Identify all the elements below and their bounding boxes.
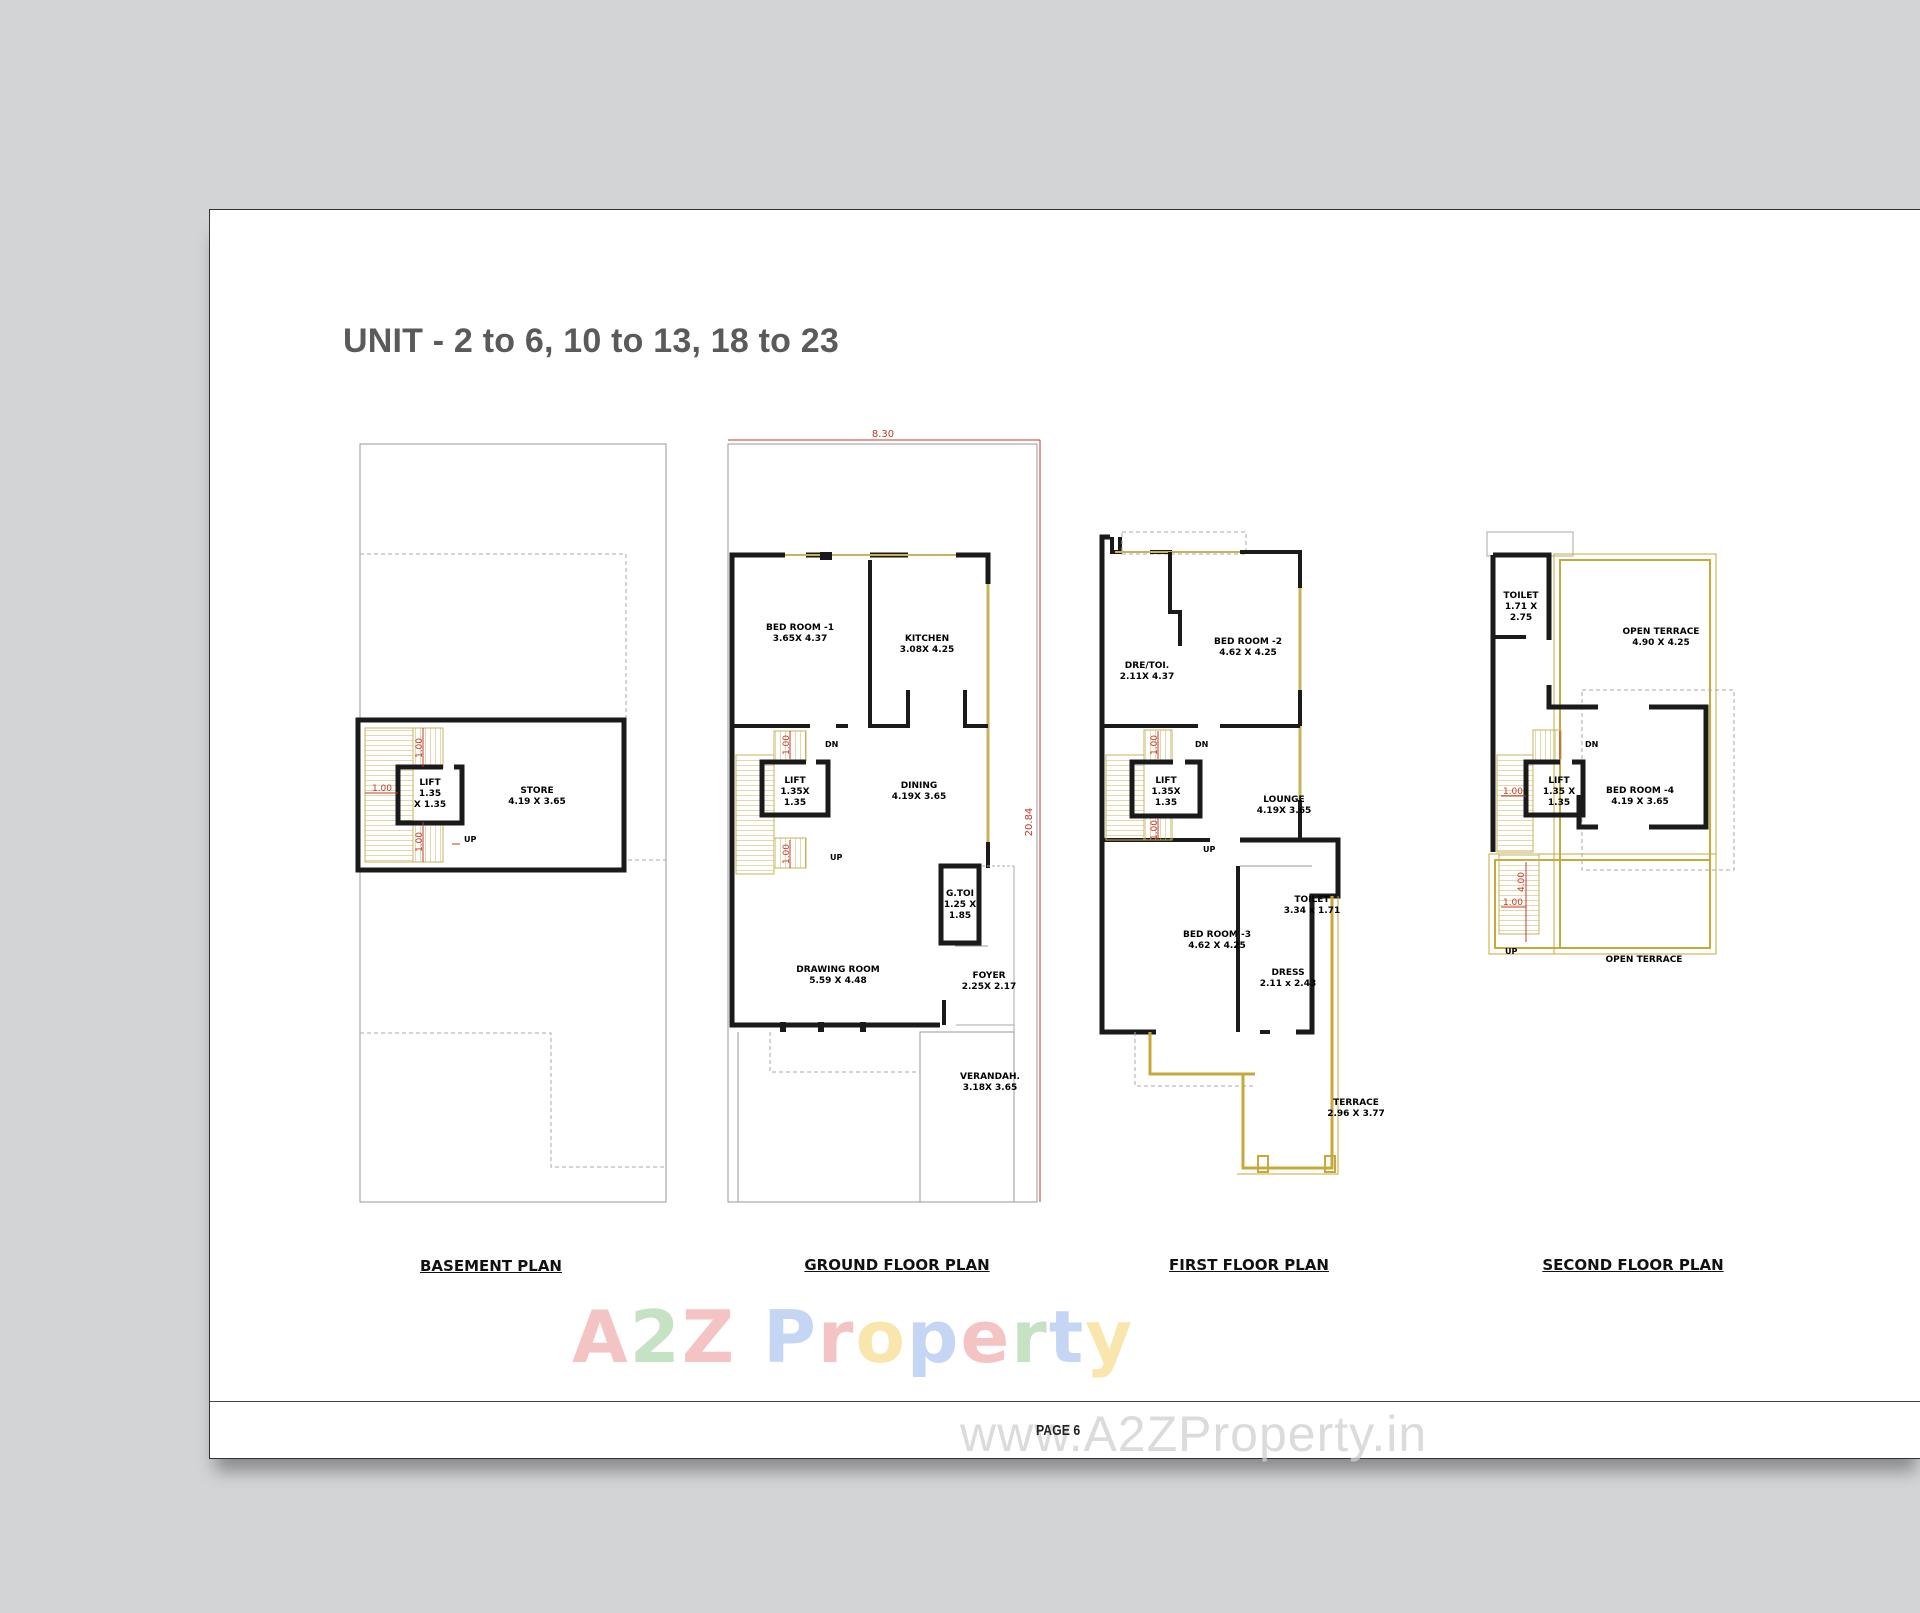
room-label: 1.35 X (1543, 787, 1575, 797)
dn-label: DN (825, 740, 838, 749)
room-label: LIFT (784, 776, 806, 786)
room-label: DINING (901, 781, 938, 791)
room-label: LIFT (1155, 776, 1177, 786)
room-label: 2.11 x 2.43 (1260, 979, 1316, 989)
room-label: TOILET (1294, 895, 1330, 905)
room-label: KITCHEN (905, 634, 949, 644)
room-label: 1.85 (949, 911, 971, 921)
logo-letter (736, 1295, 763, 1379)
room-label: TOILET (1503, 591, 1539, 601)
up-label: UP (830, 853, 842, 862)
room-label: 3.08X 4.25 (900, 645, 954, 655)
ground-floor-plan: 8.30 20.84 1.00 1.00 D (727, 429, 1041, 1203)
dim-label: 1.00 (1503, 787, 1523, 797)
dim-label: 1.00 (782, 844, 792, 864)
dim-label: 1.00 (372, 784, 392, 794)
ground-floor-plan-caption: GROUND FLOOR PLAN (804, 1256, 990, 1274)
logo-letter: r (1011, 1295, 1049, 1379)
dim-label: 1.00 (1150, 735, 1160, 755)
logo-letter: P (763, 1295, 818, 1379)
room-label: OPEN TERRACE (1606, 955, 1683, 965)
room-label: 4.19X 3.65 (892, 792, 946, 802)
room-label: 5.59 X 4.48 (809, 976, 867, 986)
up-label: UP (464, 835, 476, 844)
room-label: DRE/TOI. (1125, 661, 1169, 671)
logo-letter: Z (681, 1295, 737, 1379)
dn-label: DN (1585, 740, 1598, 749)
logo-letter: t (1048, 1295, 1086, 1379)
room-label: BED ROOM -4 (1606, 786, 1674, 796)
logo-letter: 2 (629, 1295, 682, 1379)
room-label: BED ROOM -3 (1183, 930, 1251, 940)
room-label: 4.19 X 3.65 (1611, 797, 1669, 807)
dn-label: DN (1195, 740, 1208, 749)
dim-label: 1.00 (1150, 820, 1160, 840)
room-label: 1.35 (1155, 798, 1177, 808)
logo-letter: o (855, 1295, 907, 1379)
room-label: 4.62 X 4.25 (1219, 648, 1277, 658)
dim-label: 1.00 (415, 738, 425, 758)
room-label: 2.75 (1510, 613, 1532, 623)
room-label: STORE (520, 786, 553, 796)
logo-letter: r (817, 1295, 856, 1379)
room-label: 1.25 X (944, 900, 976, 910)
room-label: BED ROOM -2 (1214, 637, 1282, 647)
first-floor-plan: 1.00 1.00 DN UP DRE/TOI. 2.11X 4.37 BED … (1099, 531, 1385, 1175)
room-label: 1.71 X (1505, 602, 1537, 612)
width-dim: 8.30 (872, 429, 894, 440)
logo-watermark: A2Z Property (572, 1295, 1134, 1379)
room-label: BED ROOM -1 (766, 623, 834, 633)
dim-label: 1.00 (782, 735, 792, 755)
room-label: 1.35X (1151, 787, 1180, 797)
room-label: FOYER (972, 971, 1005, 981)
footer-divider (210, 1401, 1920, 1402)
second-floor-plan-caption: SECOND FLOOR PLAN (1542, 1256, 1724, 1274)
logo-letter: p (906, 1295, 961, 1379)
basement-plan: 1.00 1.00 1.00 UP LIFT 1.35 X 1.35 STORE… (355, 443, 667, 1203)
room-label: LIFT (419, 778, 441, 788)
room-label: VERANDAH. (960, 1072, 1020, 1082)
room-label: DRAWING ROOM (796, 965, 880, 975)
room-label: 1.35X (780, 787, 809, 797)
logo-letter: e (960, 1295, 1012, 1379)
basement-plan-caption: BASEMENT PLAN (420, 1257, 562, 1275)
room-label: 3.65X 4.37 (773, 634, 827, 644)
room-label: 4.19 X 3.65 (508, 797, 566, 807)
room-label: 2.25X 2.17 (962, 982, 1016, 992)
first-floor-plan-caption: FIRST FLOOR PLAN (1169, 1256, 1329, 1274)
up-label: UP (1203, 845, 1215, 854)
room-label: G.TOI (946, 889, 974, 899)
dim-label: 4.00 (1517, 872, 1527, 892)
room-label: LOUNGE (1263, 795, 1304, 805)
room-label: 4.90 X 4.25 (1632, 638, 1690, 648)
second-floor-plan: 1.00 4.00 1.00 DN UP TOILET 1.71 X 2.75 … (1486, 531, 1735, 965)
logo-letter: y (1085, 1295, 1135, 1379)
depth-dim: 20.84 (1024, 808, 1035, 837)
url-watermark: www.A2ZProperty.in (960, 1406, 1428, 1462)
room-label: 1.35 (784, 798, 806, 808)
room-label: 3.34 x 1.71 (1284, 906, 1340, 916)
room-label: X 1.35 (414, 800, 446, 810)
room-label: 2.96 X 3.77 (1327, 1109, 1385, 1119)
dim-label: 1.00 (1503, 898, 1523, 908)
room-label: DRESS (1271, 968, 1304, 978)
room-label: 4.62 X 4.25 (1188, 941, 1246, 951)
floor-plans-drawing: 1.00 1.00 1.00 UP LIFT 1.35 X 1.35 STORE… (355, 429, 1735, 1203)
room-label: 1.35 (1548, 798, 1570, 808)
dim-label: 1.00 (415, 832, 425, 852)
room-label: LIFT (1548, 776, 1570, 786)
document-page: UNIT - 2 to 6, 10 to 13, 18 to 23 (209, 209, 1920, 1462)
page-title: UNIT - 2 to 6, 10 to 13, 18 to 23 (343, 322, 839, 360)
room-label: 4.19X 3.65 (1257, 806, 1311, 816)
logo-letter: A (572, 1295, 630, 1379)
room-label: OPEN TERRACE (1623, 627, 1700, 637)
up-label: UP (1505, 947, 1517, 956)
room-label: 1.35 (419, 789, 441, 799)
room-label: TERRACE (1333, 1098, 1379, 1108)
page-number: PAGE 6 (1036, 1422, 1081, 1439)
room-label: 3.18X 3.65 (963, 1083, 1017, 1093)
room-label: 2.11X 4.37 (1120, 672, 1174, 682)
